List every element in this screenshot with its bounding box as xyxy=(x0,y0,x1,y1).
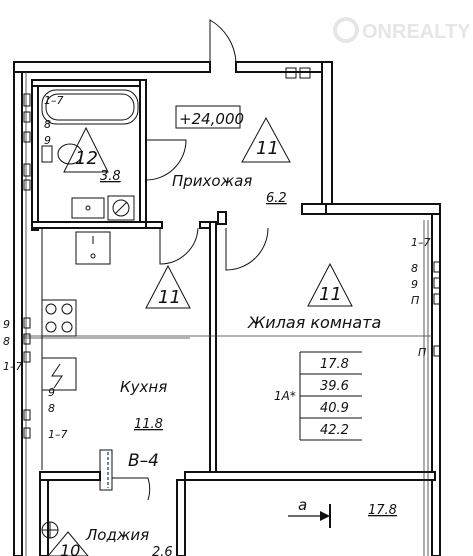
kitchen-stove xyxy=(41,299,77,337)
area-value: 40.9 xyxy=(320,401,349,416)
svg-text:1–7: 1–7 xyxy=(48,428,68,441)
svg-text:9: 9 xyxy=(411,278,418,291)
triangle-marker-kitchen: 11 xyxy=(145,264,191,309)
svg-text:1–7: 1–7 xyxy=(411,236,431,249)
svg-text:8: 8 xyxy=(411,262,418,275)
kitchen-area: 11.8 xyxy=(134,417,163,432)
wall-sockets xyxy=(23,67,441,439)
kitchen-name: Кухня xyxy=(120,378,167,396)
living-room-name: Жилая комната xyxy=(247,313,381,332)
kitchen-counter xyxy=(41,228,111,470)
area-value: 39.6 xyxy=(320,379,349,394)
triangle-marker-living: 11 xyxy=(307,262,353,307)
entrance-door xyxy=(209,19,237,72)
walls xyxy=(13,61,441,556)
triangle-marker-loggia: 10 xyxy=(41,521,89,556)
level-mark-text: +24,000 xyxy=(179,110,244,128)
loggia-name: Лоджия xyxy=(85,526,149,544)
axis-letter: а xyxy=(298,496,307,514)
wall-notes-left-low: 9 8 1–7 xyxy=(48,386,68,441)
kitchen-door xyxy=(159,227,199,265)
svg-text:11: 11 xyxy=(319,284,342,305)
bathroom-door xyxy=(145,139,187,181)
living-door xyxy=(225,227,269,271)
svg-text:11: 11 xyxy=(256,138,279,159)
svg-text:9: 9 xyxy=(48,386,55,399)
loggia-area: 2.6 xyxy=(152,545,173,556)
svg-text:12: 12 xyxy=(75,148,98,169)
svg-text:1–7: 1–7 xyxy=(44,94,64,107)
toilet xyxy=(41,143,83,165)
hallway-name: Прихожая xyxy=(172,172,252,190)
watermark-logo: ONREALTY xyxy=(333,17,471,43)
area-value: 17.8 xyxy=(320,357,349,372)
svg-text:8: 8 xyxy=(44,118,51,131)
svg-text:11: 11 xyxy=(158,287,181,308)
wall-note-right-mid: П xyxy=(418,346,426,359)
wall-notes-left-mid: 9 8 1–7 xyxy=(3,318,23,373)
watermark-text: ONREALTY xyxy=(362,21,471,43)
axis-value: 17.8 xyxy=(368,503,397,518)
bathtub xyxy=(41,89,139,125)
apartment-code: 1А* xyxy=(274,389,296,403)
washbasin xyxy=(71,197,105,219)
hallway-area: 6.2 xyxy=(266,191,287,206)
svg-text:П: П xyxy=(411,294,419,307)
svg-text:9: 9 xyxy=(44,134,51,147)
section-label: В–4 xyxy=(128,451,159,471)
facade-lines xyxy=(22,72,432,556)
wall-notes-right-top: 1–7 8 9 П xyxy=(411,236,431,307)
apartment-area-table: 1А* 17.8 39.6 40.9 42.2 xyxy=(274,351,362,441)
washing-machine xyxy=(107,195,135,221)
svg-text:8: 8 xyxy=(48,402,55,415)
svg-text:10: 10 xyxy=(60,541,80,556)
axis-marker: а 17.8 xyxy=(288,496,397,528)
triangle-marker-bathroom: 12 xyxy=(63,126,109,173)
balcony-door xyxy=(99,449,151,501)
triangle-marker-hallway: 11 xyxy=(241,116,291,163)
kitchen-heater xyxy=(41,357,77,391)
svg-text:1–7: 1–7 xyxy=(3,360,23,373)
area-value: 42.2 xyxy=(320,423,349,438)
wall-notes-left-top: 1–7 8 9 xyxy=(44,94,64,147)
svg-text:9: 9 xyxy=(3,318,10,331)
level-mark: +24,000 xyxy=(175,105,244,129)
bathroom-area: 3.8 xyxy=(100,169,121,184)
svg-text:8: 8 xyxy=(3,335,10,348)
